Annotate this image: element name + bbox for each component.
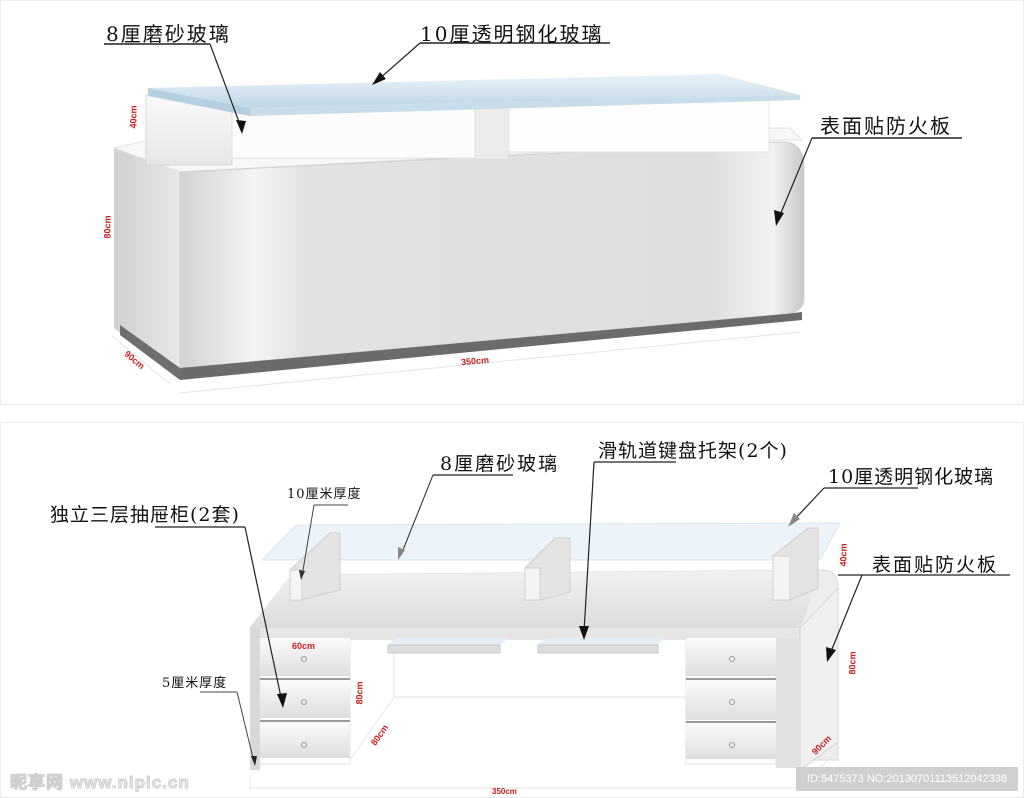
label-keyboard-tray: 滑轨道键盘托架(2个) <box>598 440 788 462</box>
dim-drawer-height: 80cm <box>354 681 365 705</box>
label-frosted-glass-bottom: 8厘磨砂玻璃 <box>440 453 560 475</box>
dim-width-bottom: 350cm <box>492 787 517 796</box>
dim-upper-height-top: 40cm <box>128 105 139 129</box>
label-tempered-glass-bottom: 10厘透明钢化玻璃 <box>828 466 995 488</box>
label-thickness-5cm: 5厘米厚度 <box>162 676 228 691</box>
label-tempered-glass-top: 10厘透明钢化玻璃 <box>420 22 604 46</box>
label-fireproof-board-top: 表面贴防火板 <box>820 114 952 138</box>
dim-drawer-width: 60cm <box>292 641 316 651</box>
watermark-id: ID:5475373 NO:20130701113512042338 <box>796 767 1018 791</box>
label-frosted-glass-top: 8厘磨砂玻璃 <box>106 22 231 46</box>
label-thickness-10cm: 10厘米厚度 <box>287 487 362 502</box>
watermark-site: 昵享网 www.nipic.cn <box>10 773 190 793</box>
dim-upper-height-bottom: 40cm <box>838 543 849 567</box>
dim-side-height: 80cm <box>847 651 858 675</box>
label-drawer-cabinet: 独立三层抽屉柜(2套) <box>50 504 240 526</box>
dim-lower-height-top: 80cm <box>102 215 113 239</box>
label-fireproof-board-bottom: 表面贴防火板 <box>872 554 999 576</box>
